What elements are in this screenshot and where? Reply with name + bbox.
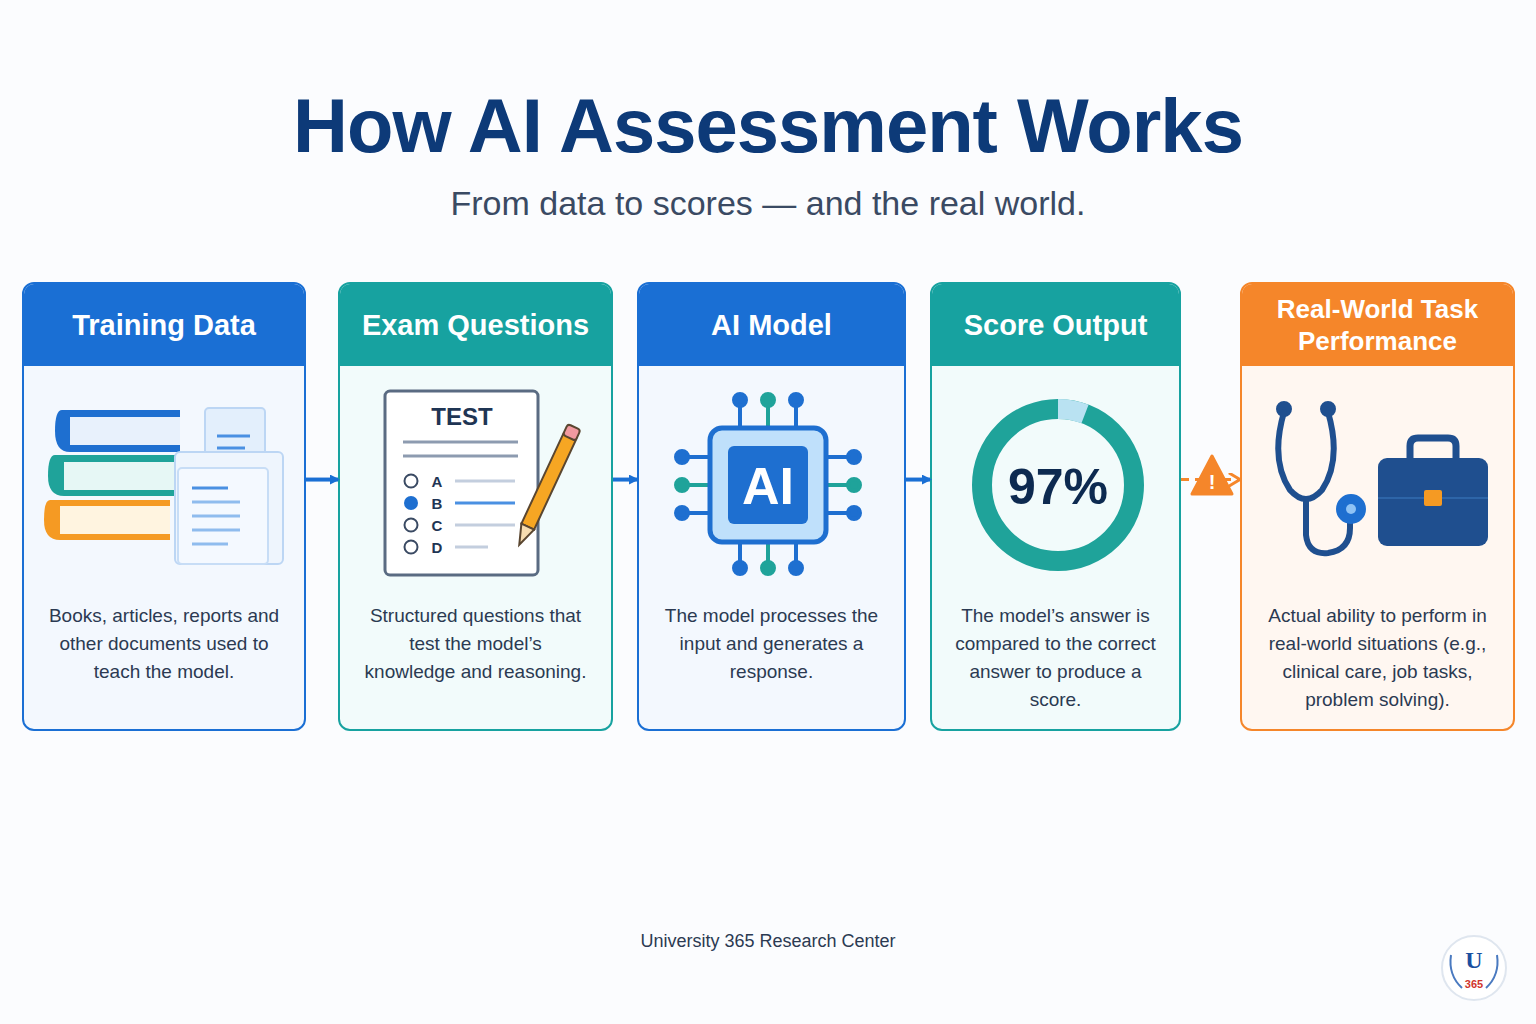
- books-icon: [44, 408, 283, 564]
- logo-badge: [1442, 936, 1506, 1000]
- option-letter: C: [432, 517, 443, 534]
- card-heading: Score Output: [932, 284, 1179, 366]
- process-card: Real-World Task PerformanceActual abilit…: [1240, 282, 1515, 731]
- warning-symbol: [1192, 456, 1232, 494]
- option-letter: A: [432, 473, 443, 490]
- card-heading: AI Model: [639, 284, 904, 366]
- card-heading: Exam Questions: [340, 284, 611, 366]
- stethoscope-icon: [1278, 404, 1363, 553]
- card-body: Books, articles, reports and other docum…: [24, 602, 304, 686]
- briefcase-icon: [1378, 438, 1488, 546]
- diagram-title: How AI Assessment Works: [293, 82, 1243, 169]
- logo-number: 365: [1465, 978, 1483, 990]
- test-heading: TEST: [431, 403, 492, 431]
- subtitle: From data to scores — and the real world…: [451, 184, 1086, 223]
- option-letter: B: [432, 495, 443, 512]
- card-body: Structured questions that test the model…: [340, 602, 611, 686]
- process-card: Training DataBooks, articles, reports an…: [22, 282, 306, 731]
- option-letter: D: [432, 539, 443, 556]
- card-body: The model’s answer is compared to the co…: [932, 602, 1179, 714]
- flow-arrow: [306, 478, 338, 482]
- score-ring: [982, 409, 1134, 561]
- score-value: 97%: [1008, 458, 1108, 516]
- card-heading: Real-World Task Performance: [1242, 284, 1513, 366]
- footer-credit: University 365 Research Center: [640, 931, 895, 952]
- ai-chip-icon: [676, 394, 860, 574]
- flow-arrow: [613, 478, 637, 482]
- flow-arrow: [906, 478, 930, 482]
- logo-letter: U: [1465, 947, 1482, 974]
- warning-mark: !: [1209, 471, 1216, 494]
- process-card: Exam QuestionsStructured questions that …: [338, 282, 613, 731]
- chip-label: AI: [742, 456, 794, 516]
- card-heading: Training Data: [24, 284, 304, 366]
- card-body: The model processes the input and genera…: [639, 602, 904, 686]
- test-sheet-icon: [385, 391, 581, 575]
- card-body: Actual ability to perform in real-world …: [1242, 602, 1513, 714]
